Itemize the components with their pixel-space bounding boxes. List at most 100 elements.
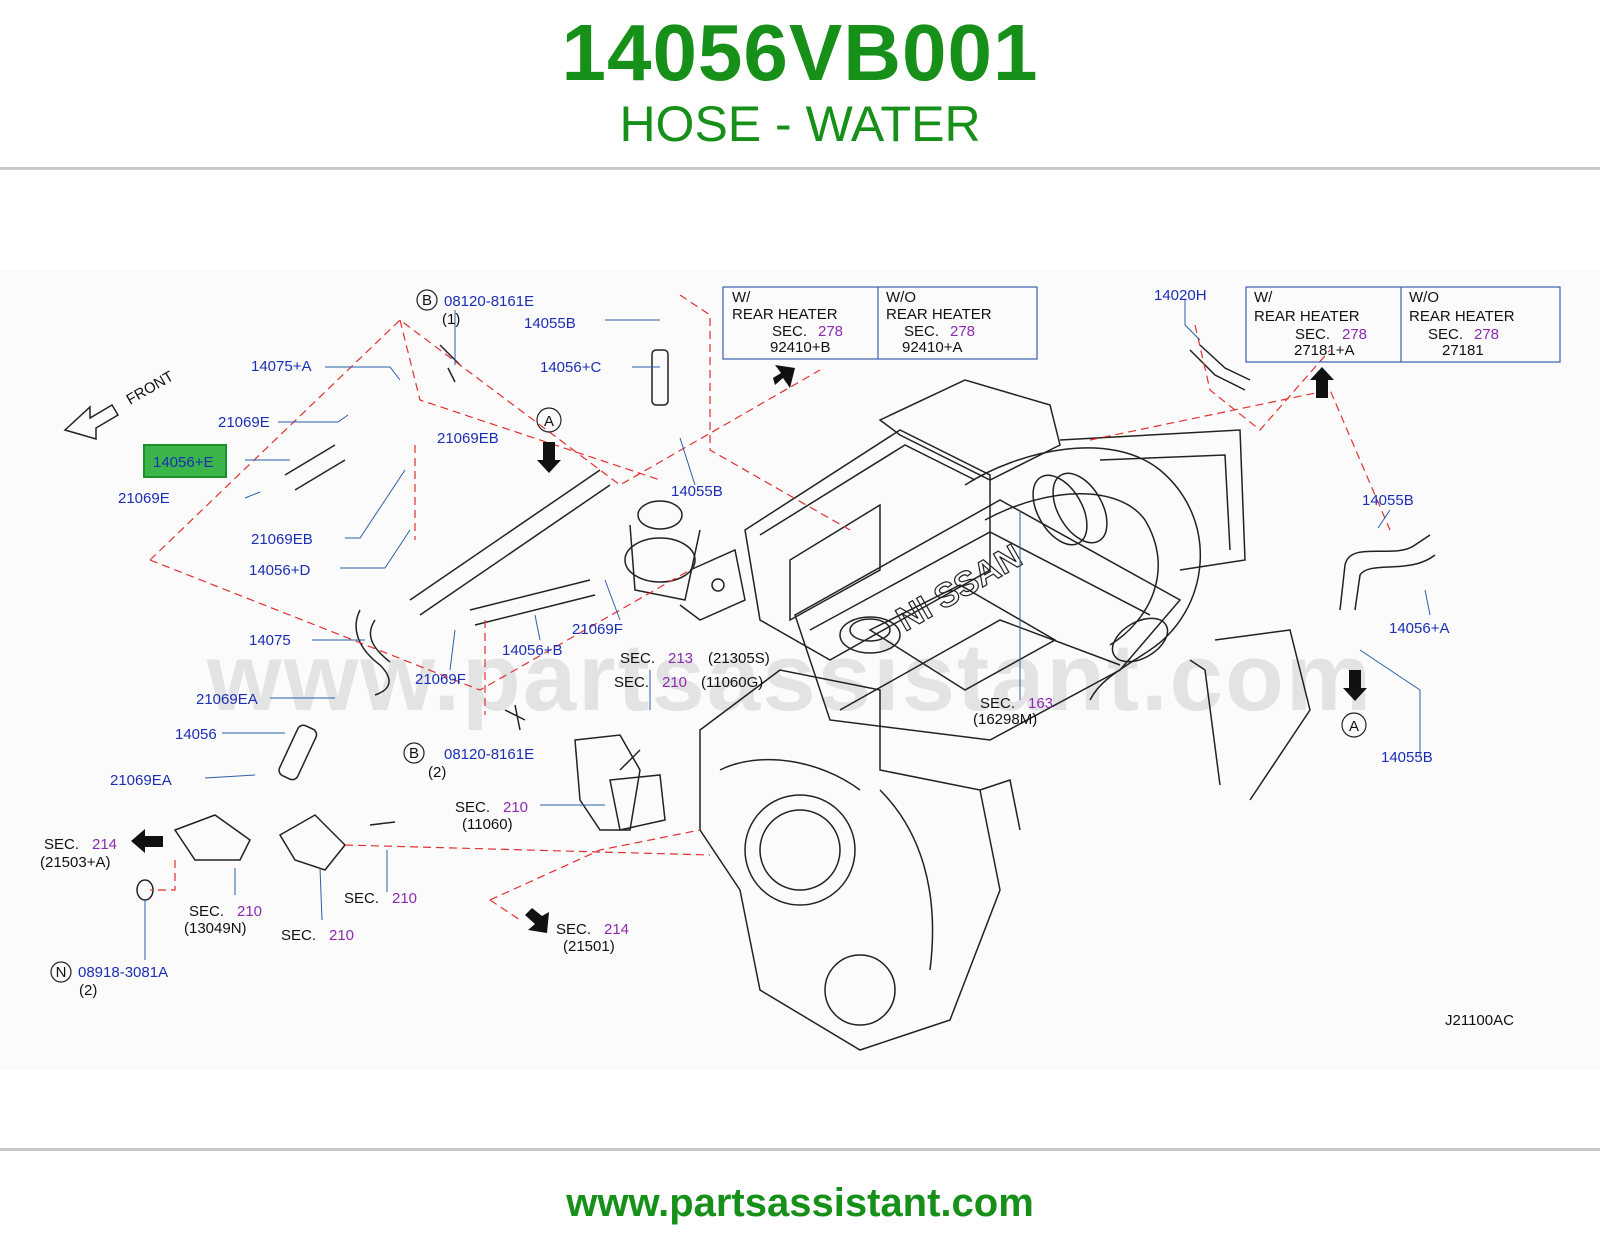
callout-14020h[interactable]: 14020H [1154, 287, 1207, 304]
rear-heater-box-2: W/ REAR HEATER SEC. 278 27181+A W/O REAR… [1245, 286, 1561, 363]
box1-w-ref: 92410+B [770, 339, 830, 356]
callout-21069e-bottom[interactable]: 21069E [118, 490, 170, 507]
box1-w-label: W/ [732, 289, 751, 306]
sec-210d-num[interactable]: 210 [392, 890, 417, 907]
sec-210e-label: SEC. [281, 927, 316, 944]
part-callouts: 08120-8161E (1) 14075+A 21069E 21069E 21… [78, 287, 1449, 999]
sec-214-bottom-num[interactable]: 214 [604, 921, 629, 938]
sec-210a-label: SEC. [614, 674, 649, 691]
callout-21069eb-2[interactable]: 21069EB [251, 531, 313, 548]
callout-21069ea-2[interactable]: 21069EA [110, 772, 172, 789]
marker-a-left: A [544, 413, 554, 430]
sec-214-left-label: SEC. [44, 836, 79, 853]
page-header: 14056VB001 HOSE - WATER [0, 0, 1600, 170]
box1-w-sec-num[interactable]: 278 [818, 323, 843, 340]
callout-14056[interactable]: 14056 [175, 726, 217, 743]
arrow-up-icon [1310, 367, 1334, 398]
sec-210b-ref: (11060) [462, 816, 513, 833]
arrow-upright-icon [773, 365, 795, 388]
circle-markers [50, 289, 1367, 983]
watermark-text: www.partsassistant.com [206, 624, 1373, 731]
part-number-title: 14056VB001 [561, 8, 1039, 97]
callout-21069eb-1[interactable]: 21069EB [437, 430, 499, 447]
direction-arrows [131, 365, 1367, 933]
marker-a-right: A [1349, 718, 1359, 735]
callout-08120-bottom[interactable]: 08120-8161E [444, 746, 534, 763]
sec-210a-num[interactable]: 210 [662, 674, 687, 691]
box2-w-ref: 27181+A [1294, 342, 1354, 359]
box2-wo-label: W/O [1409, 289, 1439, 306]
parts-diagram: www.partsassistant.com NI SSAN [0, 270, 1600, 1070]
sec-163-ref: (16298M) [973, 711, 1037, 728]
callout-leaders [144, 300, 1431, 960]
part-name-subtitle: HOSE - WATER [619, 96, 981, 152]
arrow-down-icon-right [1343, 670, 1367, 701]
callout-14055b-top[interactable]: 14055B [524, 315, 576, 332]
drawing-code: J21100AC [1445, 1012, 1514, 1029]
callout-14075a[interactable]: 14075+A [251, 358, 311, 375]
callout-14056c[interactable]: 14056+C [540, 359, 601, 376]
callout-14055b-right-2[interactable]: 14055B [1381, 749, 1433, 766]
callout-21069ea-1[interactable]: 21069EA [196, 691, 258, 708]
box1-wo-sec-num[interactable]: 278 [950, 323, 975, 340]
callout-08120-top-qty: (1) [442, 311, 460, 328]
front-direction-indicator: FRONT [63, 368, 177, 440]
sec-210c-num[interactable]: 210 [237, 903, 262, 920]
sec-210b-label: SEC. [455, 799, 490, 816]
sec-214-left-ref: (21503+A) [40, 854, 110, 871]
sec-210c-ref: (13049N) [184, 920, 247, 937]
callout-14056b[interactable]: 14056+B [502, 642, 562, 659]
dashed-leaders [149, 294, 1391, 921]
parts-diagram-svg: www.partsassistant.com NI SSAN [40, 286, 1561, 1051]
sec-214-bottom-label: SEC. [556, 921, 591, 938]
box2-wo-ref: 27181 [1442, 342, 1484, 359]
sec-213-num[interactable]: 213 [668, 650, 693, 667]
callout-21069e-top[interactable]: 21069E [218, 414, 270, 431]
sec-163-label: SEC. [980, 695, 1015, 712]
sec-210a-ref: (11060G) [701, 674, 763, 691]
sec-214-left-num[interactable]: 214 [92, 836, 117, 853]
marker-n: N [56, 964, 67, 981]
callout-14056a[interactable]: 14056+A [1389, 620, 1449, 637]
box2-w-sec-num[interactable]: 278 [1342, 326, 1367, 343]
highlighted-part-box[interactable] [143, 444, 227, 478]
box2-w-sec: SEC. [1295, 326, 1330, 343]
sec-210e-num[interactable]: 210 [329, 927, 354, 944]
sec-210c-label: SEC. [189, 903, 224, 920]
box1-w-rear-heater: REAR HEATER [732, 306, 838, 323]
arrow-left-icon [131, 829, 163, 853]
callout-08120-bottom-qty: (2) [428, 764, 446, 781]
callout-14055b-mid[interactable]: 14055B [671, 483, 723, 500]
sec-213-ref: (21305S) [708, 650, 770, 667]
box2-wo-sec-num[interactable]: 278 [1474, 326, 1499, 343]
rear-heater-box-1: W/ REAR HEATER SEC. 278 92410+B W/O REAR… [722, 286, 1038, 360]
box1-wo-sec: SEC. [904, 323, 939, 340]
marker-b-top: B [422, 292, 432, 309]
box1-wo-rear-heater: REAR HEATER [886, 306, 992, 323]
footer-divider [0, 1148, 1600, 1151]
front-label: FRONT [124, 368, 177, 409]
box2-w-label: W/ [1254, 289, 1273, 306]
section-references: SEC. 213 (21305S) SEC. 210 (11060G) SEC.… [40, 650, 1053, 955]
box1-wo-ref: 92410+A [902, 339, 962, 356]
callout-14056d[interactable]: 14056+D [249, 562, 310, 579]
callout-08918[interactable]: 08918-3081A [78, 964, 168, 981]
footer-website-link[interactable]: www.partsassistant.com [566, 1181, 1034, 1225]
sec-210b-num[interactable]: 210 [503, 799, 528, 816]
callout-14055b-right-1[interactable]: 14055B [1362, 492, 1414, 509]
box2-wo-sec: SEC. [1428, 326, 1463, 343]
front-arrow-icon [63, 403, 120, 440]
callout-14056e-highlighted[interactable]: 14056+E [153, 454, 213, 471]
sec-214-bottom-ref: (21501) [563, 938, 615, 955]
box1-w-sec: SEC. [772, 323, 807, 340]
callout-14075[interactable]: 14075 [249, 632, 291, 649]
callout-21069f-2[interactable]: 21069F [415, 671, 466, 688]
callout-21069f-1[interactable]: 21069F [572, 621, 623, 638]
sec-210d-label: SEC. [344, 890, 379, 907]
callout-08918-qty: (2) [79, 982, 97, 999]
callout-08120-top[interactable]: 08120-8161E [444, 293, 534, 310]
arrow-down-icon [537, 442, 561, 473]
sec-163-num[interactable]: 163 [1028, 695, 1053, 712]
sec-213-label: SEC. [620, 650, 655, 667]
box2-wo-rear-heater: REAR HEATER [1409, 308, 1515, 325]
